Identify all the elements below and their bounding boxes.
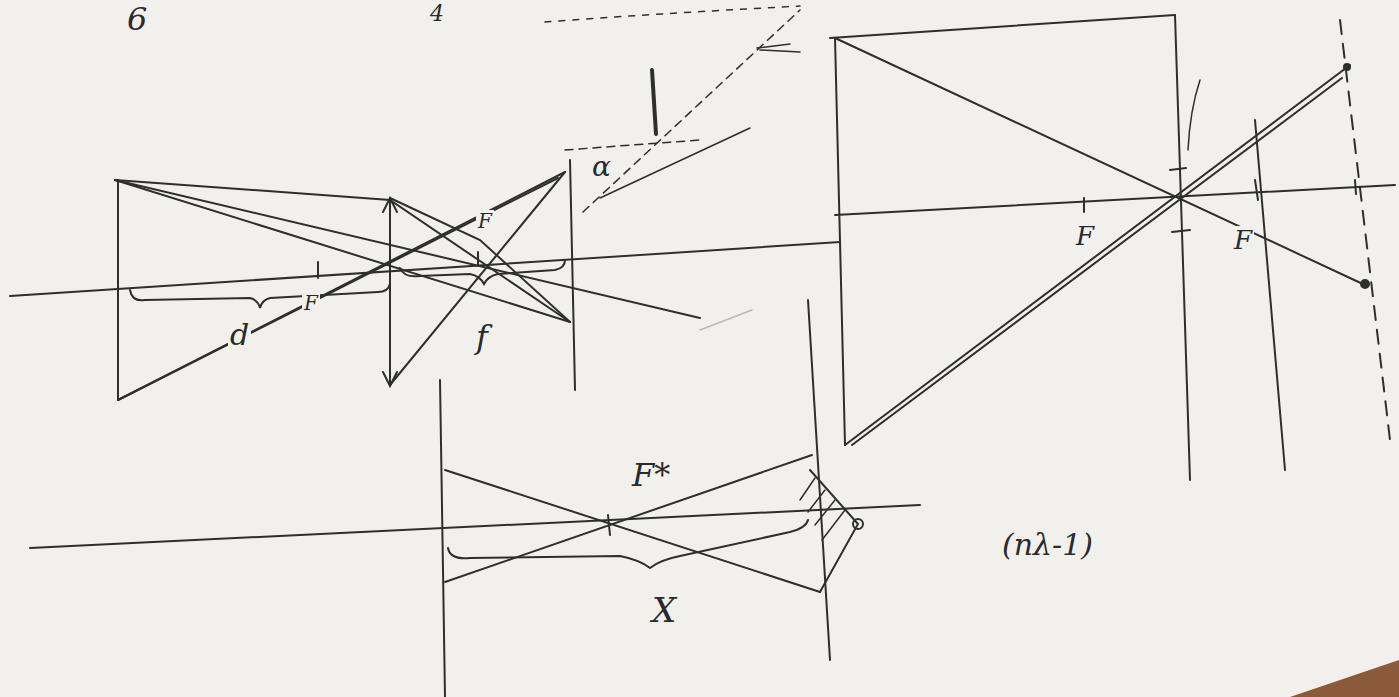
sketch-label: F xyxy=(1232,226,1254,255)
sketch-label: 6 xyxy=(125,2,149,37)
sketch-label: F xyxy=(476,210,494,232)
lens-diagram-right xyxy=(830,15,1395,480)
sketch-label: F xyxy=(1074,222,1096,251)
table-corner xyxy=(1290,660,1399,697)
sketch-label: 4 xyxy=(428,2,446,26)
eye-diagram xyxy=(30,300,920,697)
sketch-label: F* xyxy=(630,458,672,493)
converging-lens-diagram xyxy=(10,6,840,400)
sketch-label: d xyxy=(228,318,251,351)
sketch-label: F xyxy=(302,292,320,314)
sketch-label: α xyxy=(590,152,613,183)
sketch-label: f xyxy=(474,320,490,355)
sketch-label: X xyxy=(650,592,678,629)
sketch-label: (nλ-1) xyxy=(1000,528,1095,561)
